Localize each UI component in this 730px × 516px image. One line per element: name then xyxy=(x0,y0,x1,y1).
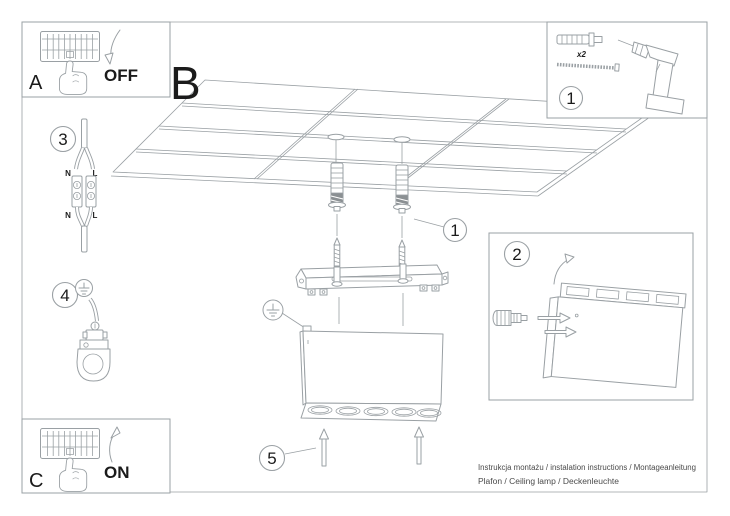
step-5-callout-line xyxy=(284,447,317,455)
section-c-label: C xyxy=(29,470,43,492)
step-1-badge xyxy=(558,85,584,111)
wire-label-n-top: N xyxy=(65,169,71,178)
svg-text:5: 5 xyxy=(267,449,276,468)
step-4-earth-terminal: 4 xyxy=(51,279,111,382)
anchor-callout-badge xyxy=(442,217,468,243)
step-5-badge xyxy=(258,444,286,472)
anchor-qty-label: x2 xyxy=(576,50,586,59)
screw-icon xyxy=(556,62,620,72)
insert-arrow-top xyxy=(537,312,571,324)
svg-text:2: 2 xyxy=(512,245,521,264)
step-2-badge xyxy=(503,240,531,268)
step-a-power-off-box: OFF A xyxy=(21,21,171,98)
step-1-kit-box: x2 1 xyxy=(546,21,708,119)
ceiling-grid xyxy=(110,79,658,197)
step-5-mounting-arrows: 5 xyxy=(258,426,424,472)
step-3-badge xyxy=(49,125,77,153)
mains-cable-bottom xyxy=(81,225,88,253)
bracket-screw-head-right xyxy=(397,278,409,284)
cable-gland-icon xyxy=(492,310,528,326)
step-3-wiring: 3 N L N L xyxy=(49,118,98,253)
mounting-arrow-left xyxy=(319,428,329,440)
footer-line-2: Plafon / Ceiling lamp / Deckenleuchte xyxy=(478,477,620,486)
wire-connector-block xyxy=(71,175,97,208)
footer-line-1: Instrukcja montażu / instalation instruc… xyxy=(478,463,696,472)
svg-text:1: 1 xyxy=(450,221,459,240)
mounting-screw-left xyxy=(333,237,341,267)
section-a-label: A xyxy=(29,72,43,94)
wall-plug-right xyxy=(393,164,411,214)
insert-arrow-bottom xyxy=(544,326,577,338)
anchor-callout-line xyxy=(413,218,445,228)
step-2-box: 2 xyxy=(488,232,694,401)
lamp-body xyxy=(299,325,444,422)
drill-icon xyxy=(617,39,685,115)
bracket-end-plate xyxy=(76,339,111,382)
wall-plug-icon xyxy=(556,32,603,47)
lamp-body-tilted xyxy=(542,282,687,388)
anchor-assembly: 1 xyxy=(328,140,468,269)
breaker-panel-icon xyxy=(40,428,100,459)
ceiling-hole-left xyxy=(327,133,345,141)
step-c-power-on-box: ON C xyxy=(21,418,171,494)
breaker-panel-icon xyxy=(40,31,100,62)
earth-symbol-icon xyxy=(75,279,93,297)
page-border xyxy=(21,21,708,493)
wire-label-l-bottom: L xyxy=(93,211,98,220)
svg-text:4: 4 xyxy=(60,286,69,305)
ceiling-hole-right xyxy=(393,136,411,143)
wall-plug-left xyxy=(328,162,346,212)
wire-label-n-bottom: N xyxy=(65,211,71,220)
on-label: ON xyxy=(104,463,130,482)
wire-label-l-top: L xyxy=(93,169,98,178)
section-b-label: B xyxy=(170,57,201,109)
off-label: OFF xyxy=(104,66,138,85)
svg-text:1: 1 xyxy=(566,89,575,108)
svg-text:3: 3 xyxy=(58,130,67,149)
earth-screw-clamp xyxy=(82,321,108,341)
bracket-screw-head-left xyxy=(331,281,343,287)
mounting-bracket xyxy=(295,263,449,326)
mains-cable-top xyxy=(81,118,88,149)
earth-callout-icon xyxy=(262,299,306,329)
step-4-badge xyxy=(51,281,79,309)
mounting-arrow-right xyxy=(414,426,424,438)
